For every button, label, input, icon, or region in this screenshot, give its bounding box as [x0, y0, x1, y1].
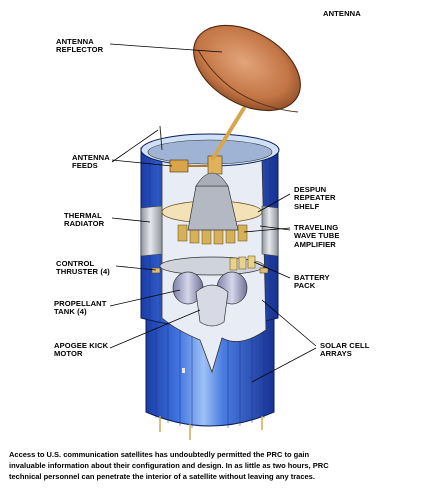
thermal-radiator-band: [140, 205, 163, 257]
label-antenna: ANTENNA: [323, 9, 361, 18]
caption-line-1: Access to U.S. communication satellites …: [9, 450, 310, 459]
caption-line-2: invaluable information about their confi…: [9, 461, 329, 470]
cutaway-interior: [140, 149, 279, 374]
label-antenna-reflector: ANTENNA REFLECTOR: [56, 37, 104, 55]
label-control-thruster: CONTROL THRUSTER (4): [56, 259, 110, 277]
antenna-boom: [210, 106, 246, 162]
leader-lines: [109, 43, 317, 383]
control-thruster: [151, 267, 161, 274]
satellite-cutaway-diagram: [109, 24, 317, 440]
apogee-kick-motor: [195, 284, 229, 327]
caption-line-3: technical personnel can penetrate the in…: [9, 472, 315, 481]
label-thermal-radiator: THERMAL RADIATOR: [64, 211, 105, 229]
lower-solar-drum: [145, 317, 275, 440]
landing-legs: [159, 416, 263, 440]
label-solar-cell-arrays: SOLAR CELL ARRAYS: [320, 341, 370, 359]
label-apogee-kick-motor: APOGEE KICK MOTOR: [54, 341, 109, 359]
battery-cells: [229, 255, 256, 271]
figure-caption: Access to U.S. communication satellites …: [9, 449, 421, 482]
label-traveling-wave-tube-amplifier: TRAVELING WAVE TUBE AMPLIFIER: [294, 223, 340, 249]
label-propellant-tank: PROPELLANT TANK (4): [54, 299, 107, 317]
antenna-reflector-dish: [193, 24, 301, 113]
antenna-feed-assembly: [159, 125, 229, 187]
label-antenna-feeds: ANTENNA FEEDS: [72, 153, 110, 171]
label-despun-repeater-shelf: DESPUN REPEATER SHELF: [294, 185, 336, 211]
label-battery-pack: BATTERY PACK: [294, 273, 330, 291]
port-marker: [182, 368, 185, 373]
